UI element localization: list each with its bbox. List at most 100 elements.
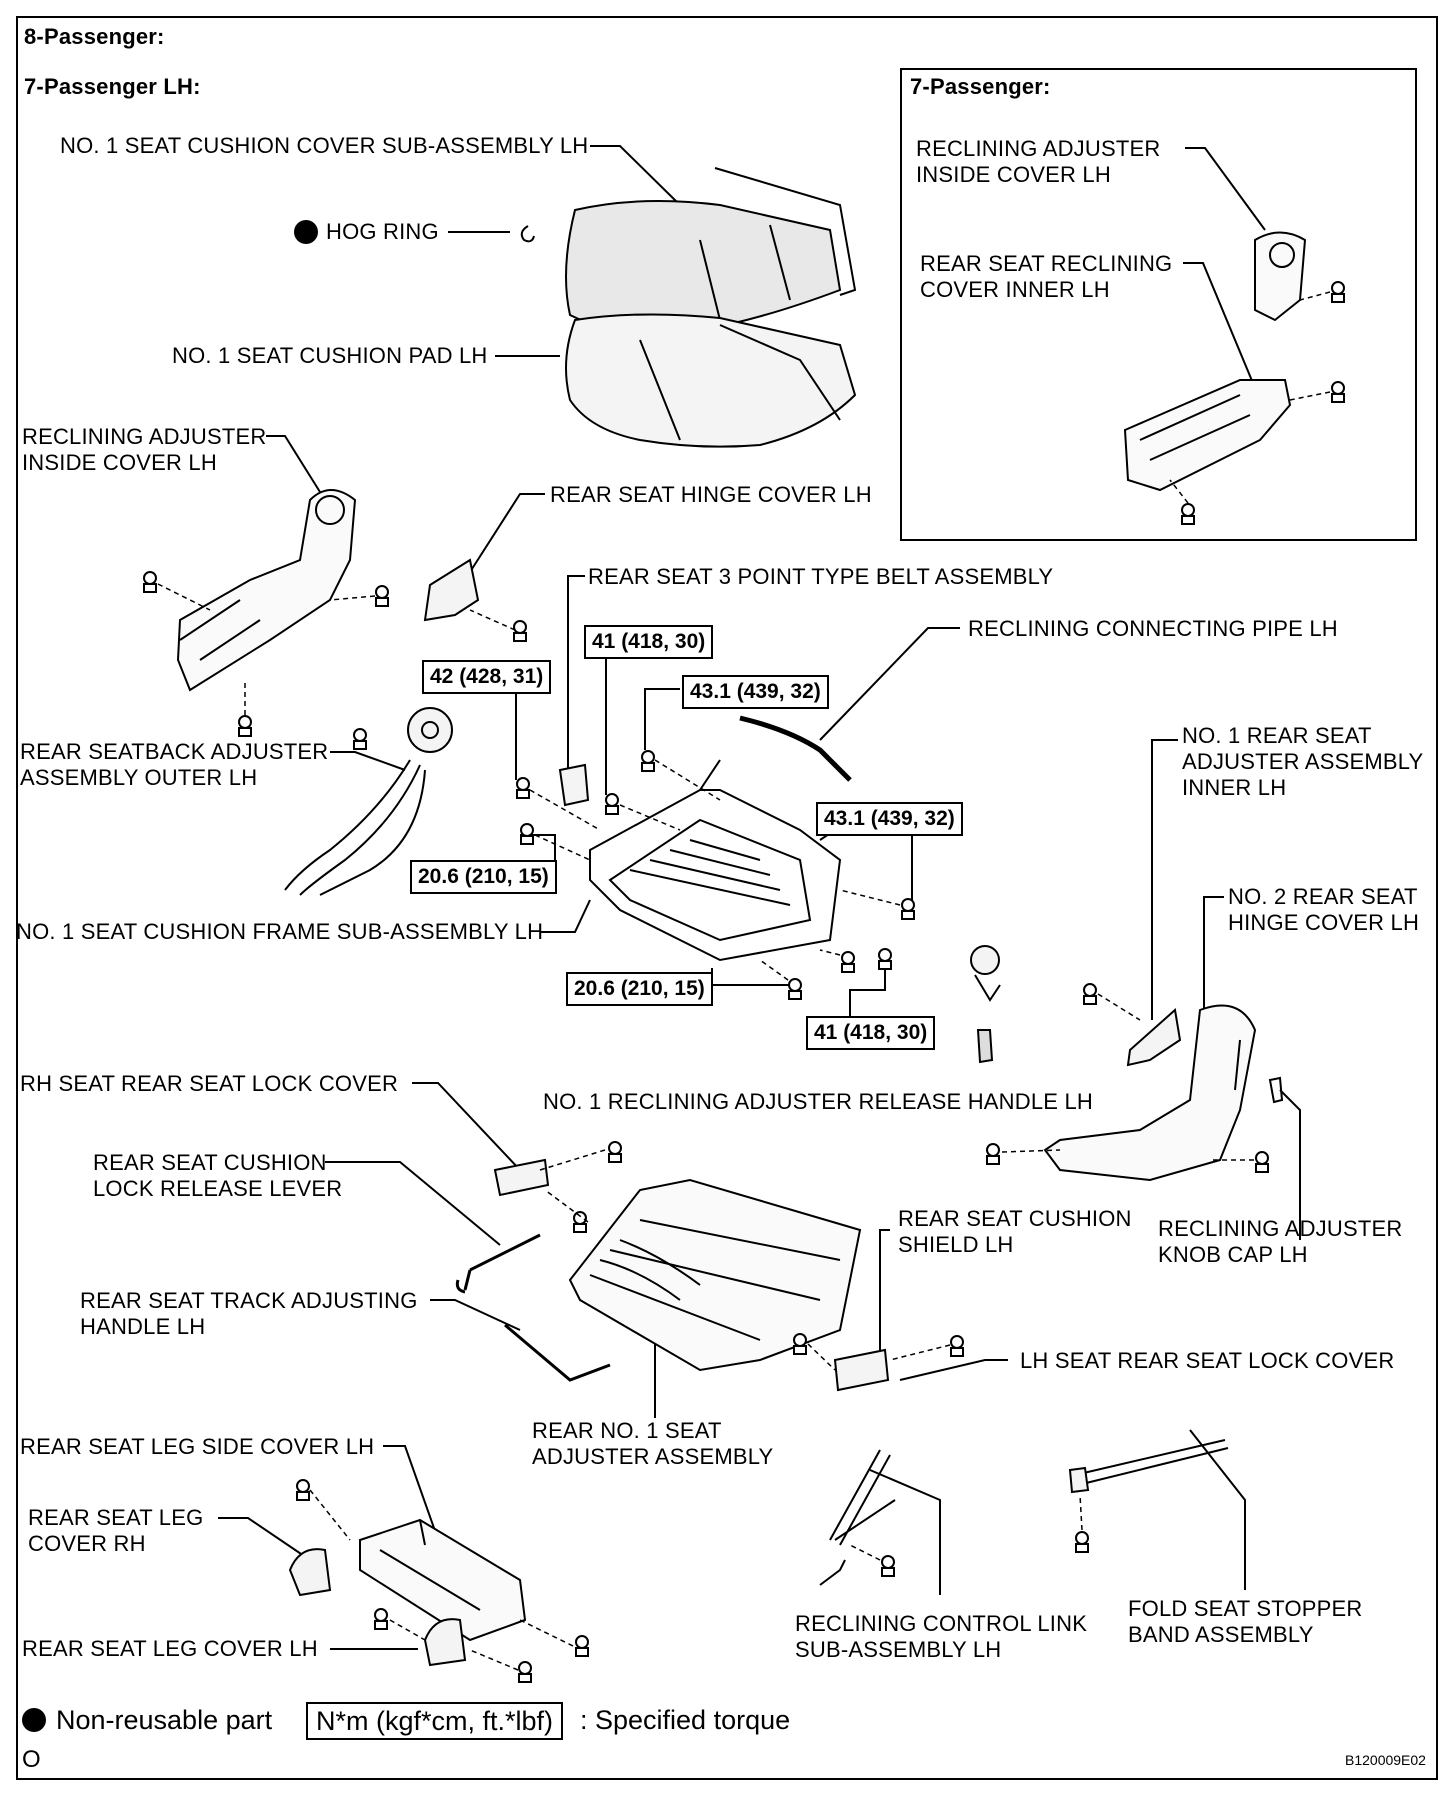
label-adjuster-inner-line1: NO. 1 REAR SEAT [1182, 723, 1372, 748]
label-inset-reclining-inner-line1: REAR SEAT RECLINING [920, 251, 1173, 276]
label-control-link-line2: SUB-ASSEMBLY LH [795, 1637, 1002, 1662]
leader-leg-side [383, 1445, 441, 1546]
label-seat-cushion-cover: NO. 1 SEAT CUSHION COVER SUB-ASSEMBLY LH [60, 133, 589, 158]
label-rear-seat-hinge-cover: REAR SEAT HINGE COVER LH [550, 482, 872, 507]
label-inset-adjuster-cover-line2: INSIDE COVER LH [916, 162, 1111, 187]
torque-box: 41 (418, 30) [584, 625, 714, 659]
lock-release-lever-shape [455, 1233, 541, 1294]
inset-adjuster-cover-shape [1254, 231, 1307, 322]
hog-ring-shape [520, 225, 535, 243]
label-leg-side-cover: REAR SEAT LEG SIDE COVER LH [20, 1434, 375, 1459]
bolt-icon [788, 978, 802, 1000]
leader-t206-bottom [711, 968, 790, 986]
no2-hinge-cover-shape [1043, 1004, 1284, 1182]
torque-box: 20.6 (210, 15) [566, 972, 713, 1006]
leader-seatback-adjuster [330, 751, 406, 771]
label-stopper-band-line1: FOLD SEAT STOPPER [1128, 1596, 1363, 1621]
belt-shape [558, 763, 590, 807]
leader-t41-bottom [849, 960, 886, 1018]
non-reusable-dot-icon [294, 220, 318, 244]
label-seatback-adjuster-line1: REAR SEATBACK ADJUSTER [20, 739, 329, 764]
bolt-icon [520, 823, 534, 845]
bolt-icon [353, 728, 367, 750]
label-leg-cover-rh-line1: REAR SEAT LEG [28, 1505, 204, 1530]
leader-t431-top [644, 688, 680, 750]
label-seatback-adjuster-line2: ASSEMBLY OUTER LH [20, 765, 258, 790]
bolt-icon [143, 571, 157, 593]
label-leg-cover-lh: REAR SEAT LEG COVER LH [22, 1636, 318, 1661]
seat-cushion-cover-shape [565, 167, 857, 334]
seat-cushion-pad-shape [565, 313, 857, 448]
corner-mark: O [22, 1746, 41, 1773]
label-release-handle: NO. 1 RECLINING ADJUSTER RELEASE HANDLE … [543, 1089, 1093, 1114]
label-no2-hinge-cover-line1: NO. 2 REAR SEAT [1228, 884, 1418, 909]
label-inset-adjuster-cover-line1: RECLINING ADJUSTER [916, 136, 1161, 161]
bolt-icon [513, 620, 527, 642]
leader-stopper [1189, 1429, 1246, 1590]
seatback-adjuster-shape [284, 707, 453, 896]
bolt-icon [238, 715, 252, 737]
label-cushion-shield-line1: REAR SEAT CUSHION [898, 1206, 1132, 1231]
label-lh-seat-lock-cover: LH SEAT REAR SEAT LOCK COVER [1020, 1348, 1395, 1373]
bolt-icon [1075, 1531, 1089, 1553]
bolt-icon [878, 948, 892, 970]
torque-box: 43.1 (439, 32) [682, 675, 829, 709]
adjuster-inside-cover-shape [176, 489, 357, 692]
leader-leg-rh [218, 1517, 311, 1561]
leader-lock-release [325, 1161, 501, 1246]
heading-seven-passenger-lh: 7-Passenger LH: [24, 74, 201, 99]
leader-track [430, 1299, 521, 1331]
bolt-icon [1331, 281, 1345, 303]
leader-inset-cover [1185, 147, 1266, 231]
bolt-icon [518, 1661, 532, 1683]
leader-adjuster-inner [1151, 739, 1178, 1020]
bolt-icon [573, 1211, 587, 1233]
leader-lh-lock [899, 1359, 1008, 1381]
bolt-icon [1083, 983, 1097, 1005]
label-rh-seat-lock-cover: RH SEAT REAR SEAT LOCK COVER [20, 1071, 399, 1096]
release-mechanism-shape [970, 945, 1001, 1064]
legend-non-reusable: Non-reusable part [56, 1705, 273, 1735]
label-track-adjusting-line2: HANDLE LH [80, 1314, 206, 1339]
label-cushion-shield-line2: SHIELD LH [898, 1232, 1014, 1257]
label-three-point-belt: REAR SEAT 3 POINT TYPE BELT ASSEMBLY [588, 564, 1054, 589]
inset-reclining-inner-shape [1123, 379, 1292, 492]
heading-seven-passenger-inset: 7-Passenger: [910, 74, 1051, 99]
leader-cushion-cover [590, 145, 681, 206]
stopper-band-shape [1068, 1439, 1229, 1494]
figure-id: B120009E02 [1345, 1752, 1426, 1768]
label-lock-release-line1: REAR SEAT CUSHION [93, 1150, 327, 1175]
bolt-icon [881, 1555, 895, 1577]
legend-torque-text: : Specified torque [580, 1705, 791, 1735]
rh-lock-cover-shape [493, 1158, 550, 1197]
label-hog-ring: HOG RING [326, 219, 439, 244]
label-leg-cover-rh-line2: COVER RH [28, 1531, 146, 1556]
seven-passenger-inset-box [900, 68, 1417, 541]
leader-shield [879, 1229, 890, 1360]
label-rear-no1-adjuster-line1: REAR NO. 1 SEAT [532, 1418, 722, 1443]
bolt-icon [841, 951, 855, 973]
bolt-icon [950, 1335, 964, 1357]
label-seat-cushion-frame: NO. 1 SEAT CUSHION FRAME SUB-ASSEMBLY LH [16, 919, 544, 944]
leader-pipe [819, 627, 960, 741]
control-link-shape [819, 1449, 896, 1586]
bolt-icon [1181, 503, 1195, 525]
bolt-icon [575, 1635, 589, 1657]
label-adjuster-inner-line2: ADJUSTER ASSEMBLY [1182, 749, 1424, 774]
bolt-icon [641, 750, 655, 772]
bolt-icon [374, 1608, 388, 1630]
label-adjuster-inside-cover-line2: INSIDE COVER LH [22, 450, 217, 475]
leader-inset-inner [1183, 262, 1261, 401]
leader-belt [567, 575, 585, 770]
leader-no2-hinge [1203, 896, 1224, 1010]
label-reclining-connecting-pipe: RECLINING CONNECTING PIPE LH [968, 616, 1338, 641]
leader-rh-lock [412, 1082, 521, 1171]
label-adjuster-inside-cover-line1: RECLINING ADJUSTER [22, 424, 267, 449]
label-stopper-band-line2: BAND ASSEMBLY [1128, 1622, 1314, 1647]
bolt-icon [1331, 381, 1345, 403]
seat-adjuster-shape [568, 1178, 862, 1372]
lh-lock-cover-shape [833, 1348, 890, 1392]
leg-side-cover-shape [359, 1518, 527, 1642]
